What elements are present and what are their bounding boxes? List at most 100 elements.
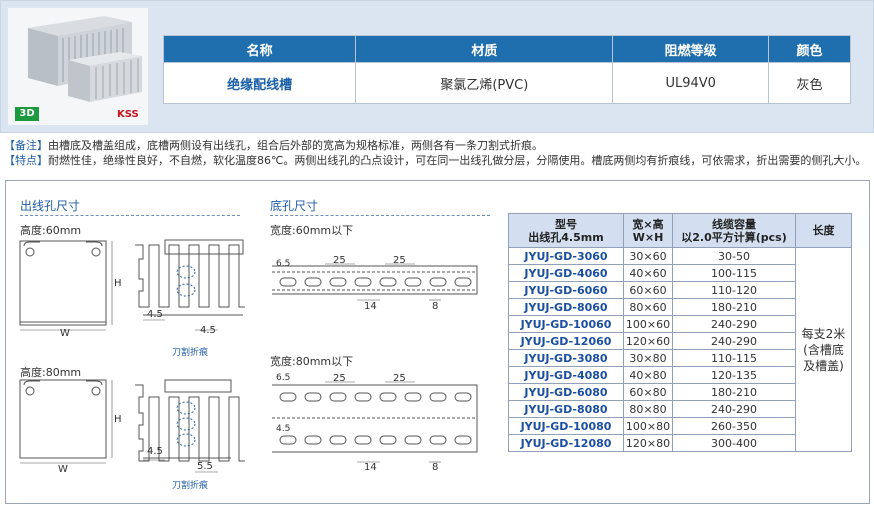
dim-14-label-80: 14 bbox=[364, 462, 377, 473]
models-header-size-line2: W×H bbox=[632, 230, 664, 244]
spec-header-name: 名称 bbox=[162, 35, 357, 63]
bottom-title-divider bbox=[270, 215, 490, 216]
spec-flame-value: UL94V0 bbox=[612, 62, 769, 104]
model-code: JYUJ-GD-10060 bbox=[508, 315, 624, 333]
model-size: 120×60 bbox=[623, 332, 673, 350]
dim-55-bottom-80: 5.5 bbox=[197, 461, 213, 472]
models-header-model: 型号 出线孔4.5mm bbox=[508, 213, 624, 248]
models-header-model-line1: 型号 bbox=[555, 217, 577, 231]
model-size: 30×60 bbox=[623, 247, 673, 265]
model-size: 30×80 bbox=[623, 349, 673, 367]
feature-tag: 【特点】 bbox=[4, 154, 48, 167]
table-row: JYUJ-GD-10080 100×80 260-350 bbox=[508, 417, 852, 435]
dim-25-label-80b: 25 bbox=[393, 373, 406, 384]
table-row: JYUJ-GD-6060 60×60 110-120 bbox=[508, 281, 852, 299]
model-code: JYUJ-GD-4060 bbox=[508, 264, 624, 282]
spec-name-value: 绝缘配线槽 bbox=[162, 62, 357, 104]
bottom-hole-title: 底孔尺寸 bbox=[270, 199, 319, 213]
model-size: 80×80 bbox=[623, 400, 673, 418]
dim-h-label-80: H bbox=[114, 414, 122, 425]
dim-25-label-60b: 25 bbox=[393, 255, 406, 266]
model-capacity: 260-350 bbox=[672, 417, 796, 435]
models-header-size: 宽×高 W×H bbox=[623, 213, 673, 248]
spec-header-color: 颜色 bbox=[767, 35, 852, 63]
model-capacity: 120-135 bbox=[672, 366, 796, 384]
model-capacity: 300-400 bbox=[672, 434, 796, 452]
models-header-size-line1: 宽×高 bbox=[632, 217, 664, 231]
spec-header-flame-rating: 阻燃等级 bbox=[612, 35, 769, 63]
outlet-size-title: 出线孔尺寸 bbox=[20, 199, 81, 213]
model-capacity: 100-115 bbox=[672, 264, 796, 282]
remark-note: 【备注】由槽底及槽盖组成，底槽两侧设有出线孔，组合后外部的宽高为规格标准，两侧各… bbox=[4, 137, 543, 153]
model-code: JYUJ-GD-4080 bbox=[508, 366, 624, 384]
height-80-label: 高度:80mm bbox=[20, 366, 82, 379]
model-capacity: 240-290 bbox=[672, 315, 796, 333]
model-code: JYUJ-GD-3080 bbox=[508, 349, 624, 367]
length-line3: 及槽盖) bbox=[803, 358, 844, 373]
model-code: JYUJ-GD-6080 bbox=[508, 383, 624, 401]
dim-45-label-80: 4.5 bbox=[276, 424, 291, 434]
dim-h-label-60: H bbox=[114, 278, 122, 289]
dim-65-label-60: 6.5 bbox=[276, 259, 291, 269]
models-table: 型号 出线孔4.5mm 宽×高 W×H 线缆容量 以2.0平方计算(pcs) 长… bbox=[508, 213, 852, 452]
length-cell: 每支2米 (含槽底 及槽盖) bbox=[795, 247, 852, 452]
dim-45-bottom-60: 4.5 bbox=[200, 325, 216, 336]
table-row: JYUJ-GD-3060 30×60 30-50 每支2米 (含槽底 及槽盖) bbox=[508, 247, 852, 452]
model-size: 60×60 bbox=[623, 281, 673, 299]
model-capacity: 110-120 bbox=[672, 281, 796, 299]
models-header-length: 长度 bbox=[795, 213, 852, 248]
dim-65-label-80: 6.5 bbox=[276, 373, 291, 383]
models-header-capacity-line2: 以2.0平方计算(pcs) bbox=[681, 230, 787, 244]
models-header-capacity-line1: 线缆容量 bbox=[712, 217, 756, 231]
model-size: 40×60 bbox=[623, 264, 673, 282]
model-size: 100×80 bbox=[623, 417, 673, 435]
models-header-capacity: 线缆容量 以2.0平方计算(pcs) bbox=[672, 213, 796, 248]
length-line2: (含槽底 bbox=[803, 342, 844, 357]
length-line1: 每支2米 bbox=[801, 326, 846, 341]
feature-text: 耐燃性佳，绝缘性良好，不自燃，软化温度86℃。两侧出线孔的凸点设计，可在同一出线… bbox=[48, 154, 867, 167]
model-capacity: 240-290 bbox=[672, 332, 796, 350]
spec-header-material: 材质 bbox=[355, 35, 614, 63]
feature-note: 【特点】耐燃性佳，绝缘性良好，不自燃，软化温度86℃。两侧出线孔的凸点设计，可在… bbox=[4, 152, 866, 168]
width-60-label: 宽度:60mm以下 bbox=[270, 224, 354, 237]
outlet-title-divider bbox=[20, 215, 240, 216]
dim-25-label-60a: 25 bbox=[333, 255, 346, 266]
model-code: JYUJ-GD-10080 bbox=[508, 417, 624, 435]
height-60-label: 高度:60mm bbox=[20, 224, 82, 237]
knife-fold-label-60: 刀割折痕 bbox=[172, 348, 209, 358]
model-capacity: 110-115 bbox=[672, 349, 796, 367]
dim-14-label-60: 14 bbox=[364, 301, 377, 312]
table-row: JYUJ-GD-12060 120×60 240-290 bbox=[508, 332, 852, 350]
model-code: JYUJ-GD-8080 bbox=[508, 400, 624, 418]
table-row: JYUJ-GD-12080 120×80 300-400 bbox=[508, 434, 852, 452]
model-size: 80×60 bbox=[623, 298, 673, 316]
model-capacity: 180-210 bbox=[672, 383, 796, 401]
brand-label: KSS bbox=[117, 109, 139, 120]
models-header-model-line2: 出线孔4.5mm bbox=[528, 230, 604, 244]
remark-text: 由槽底及槽盖组成，底槽两侧设有出线孔，组合后外部的宽高为规格标准，两侧各有一条刀… bbox=[48, 139, 543, 152]
model-capacity: 180-210 bbox=[672, 298, 796, 316]
model-code: JYUJ-GD-3060 bbox=[508, 247, 624, 265]
dim-w-label-60: W bbox=[60, 328, 70, 339]
model-size: 120×80 bbox=[623, 434, 673, 452]
table-row: JYUJ-GD-4080 40×80 120-135 bbox=[508, 366, 852, 384]
model-code: JYUJ-GD-12080 bbox=[508, 434, 624, 452]
dim-25-label-80a: 25 bbox=[333, 373, 346, 384]
model-size: 40×80 bbox=[623, 366, 673, 384]
model-size: 100×60 bbox=[623, 315, 673, 333]
dim-45-side-80: 4.5 bbox=[147, 446, 163, 457]
table-row: JYUJ-GD-8060 80×60 180-210 bbox=[508, 298, 852, 316]
knife-fold-label-80: 刀割折痕 bbox=[172, 481, 209, 491]
width-80-label: 宽度:80mm以下 bbox=[270, 355, 354, 368]
dim-8-label-80: 8 bbox=[432, 462, 439, 473]
model-capacity: 30-50 bbox=[672, 247, 796, 265]
table-row: JYUJ-GD-3080 30×80 110-115 bbox=[508, 349, 852, 367]
remark-tag: 【备注】 bbox=[4, 139, 48, 152]
dim-45-side-60: 4.5 bbox=[147, 309, 163, 320]
model-code: JYUJ-GD-8060 bbox=[508, 298, 624, 316]
spec-material-value: 聚氯乙烯(PVC) bbox=[355, 62, 614, 104]
table-row: JYUJ-GD-10060 100×60 240-290 bbox=[508, 315, 852, 333]
model-code: JYUJ-GD-6060 bbox=[508, 281, 624, 299]
dim-w-label-80: W bbox=[58, 464, 68, 475]
